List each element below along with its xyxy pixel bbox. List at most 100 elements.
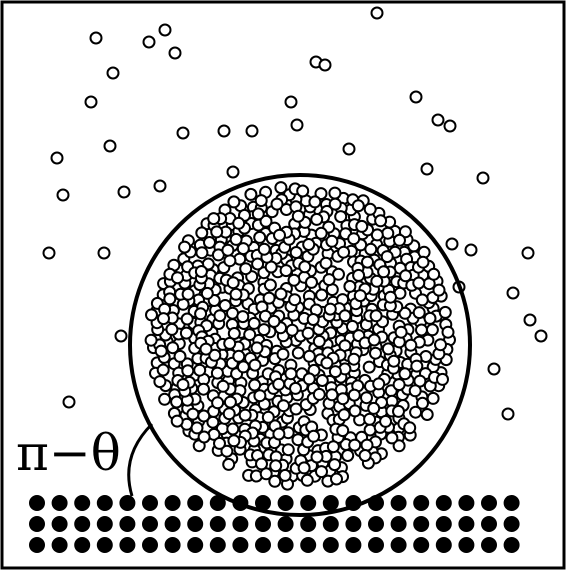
liquid-particle xyxy=(197,382,210,396)
liquid-particle xyxy=(420,408,434,421)
liquid-particle xyxy=(180,312,194,326)
substrate-atom xyxy=(481,537,497,553)
liquid-particle xyxy=(272,427,286,441)
liquid-particle xyxy=(307,429,321,443)
liquid-particle xyxy=(337,245,351,259)
liquid-particle xyxy=(291,209,305,223)
liquid-particle xyxy=(222,457,236,471)
liquid-particle xyxy=(308,195,322,209)
contact-angle-leader xyxy=(127,422,154,497)
liquid-particle xyxy=(272,377,286,391)
vapor-particle xyxy=(117,185,131,199)
liquid-particles xyxy=(144,181,456,491)
liquid-particle xyxy=(360,391,373,405)
liquid-particle xyxy=(347,232,361,246)
vapor-particle xyxy=(158,23,172,37)
substrate-atom xyxy=(390,537,407,553)
substrate-lattice xyxy=(29,495,520,553)
vapor-particle xyxy=(420,162,434,176)
liquid-particle xyxy=(222,407,236,421)
liquid-particle xyxy=(355,219,369,233)
liquid-particle xyxy=(239,262,253,276)
liquid-particle xyxy=(229,287,243,301)
liquid-particle xyxy=(223,336,237,350)
substrate-atom xyxy=(96,537,113,553)
liquid-particle xyxy=(415,293,429,307)
liquid-particle xyxy=(223,254,237,268)
liquid-particle xyxy=(336,424,350,438)
liquid-particle xyxy=(173,349,187,363)
substrate-atom xyxy=(255,537,271,553)
liquid-particle xyxy=(248,378,262,392)
liquid-particle xyxy=(181,364,195,378)
liquid-particle xyxy=(267,314,281,328)
liquid-particle xyxy=(436,372,449,386)
substrate-atom xyxy=(481,495,497,511)
liquid-particle xyxy=(343,279,357,293)
liquid-particle xyxy=(332,267,345,281)
liquid-particle xyxy=(374,214,388,228)
liquid-particle xyxy=(404,338,418,352)
substrate-atom xyxy=(503,516,520,532)
liquid-particle xyxy=(336,392,350,406)
liquid-particle xyxy=(352,268,366,282)
liquid-particle xyxy=(262,291,276,305)
liquid-particle xyxy=(255,457,268,471)
substrate-atom xyxy=(300,516,317,532)
substrate-atom xyxy=(119,495,136,511)
substrate-atom xyxy=(322,495,339,511)
liquid-particle xyxy=(348,438,362,452)
liquid-particle xyxy=(257,323,271,337)
substrate-atom xyxy=(187,516,204,532)
vapor-particle xyxy=(464,243,478,257)
liquid-particle xyxy=(380,250,394,264)
liquid-particle xyxy=(289,381,302,395)
substrate-atom xyxy=(481,516,497,532)
liquid-particle xyxy=(213,436,226,450)
liquid-particle xyxy=(210,366,224,380)
liquid-particle xyxy=(302,349,316,363)
liquid-particle xyxy=(363,412,377,426)
liquid-particle xyxy=(312,334,326,348)
liquid-particle xyxy=(315,374,329,387)
liquid-particle xyxy=(194,265,208,278)
substrate-atom xyxy=(119,537,136,553)
liquid-particle xyxy=(328,458,342,472)
liquid-particle xyxy=(385,431,399,445)
liquid-particle xyxy=(398,225,412,239)
substrate-atom xyxy=(277,495,294,511)
liquid-particle xyxy=(310,450,324,464)
liquid-particle xyxy=(399,269,413,283)
substrate-atom xyxy=(232,537,249,553)
substrate-atom xyxy=(390,516,407,532)
liquid-particle xyxy=(285,323,299,337)
liquid-particle xyxy=(247,316,261,330)
liquid-particle xyxy=(300,473,314,487)
liquid-particle xyxy=(310,212,324,226)
liquid-particle xyxy=(434,338,447,352)
liquid-particle xyxy=(369,346,382,360)
substrate-atom xyxy=(435,495,452,511)
liquid-particle xyxy=(220,444,234,458)
liquid-particle xyxy=(251,207,265,221)
substrate-atom xyxy=(277,537,294,553)
droplet-outline xyxy=(128,173,472,517)
liquid-particle xyxy=(296,184,310,198)
liquid-particle xyxy=(154,344,168,358)
liquid-particle xyxy=(323,302,337,316)
liquid-particle xyxy=(328,197,342,211)
liquid-particle xyxy=(263,278,277,292)
vapor-particle xyxy=(342,142,356,156)
substrate-atom xyxy=(142,516,158,532)
liquid-particle xyxy=(232,349,246,363)
liquid-particle xyxy=(261,410,275,424)
liquid-particle xyxy=(416,255,430,269)
vapor-particle xyxy=(409,90,423,104)
vapor-particle xyxy=(97,246,111,260)
substrate-atom xyxy=(277,516,294,532)
liquid-particle xyxy=(203,236,216,249)
vapor-particle xyxy=(50,151,64,165)
substrate-atom xyxy=(300,495,317,511)
substrate-atom xyxy=(142,495,158,511)
